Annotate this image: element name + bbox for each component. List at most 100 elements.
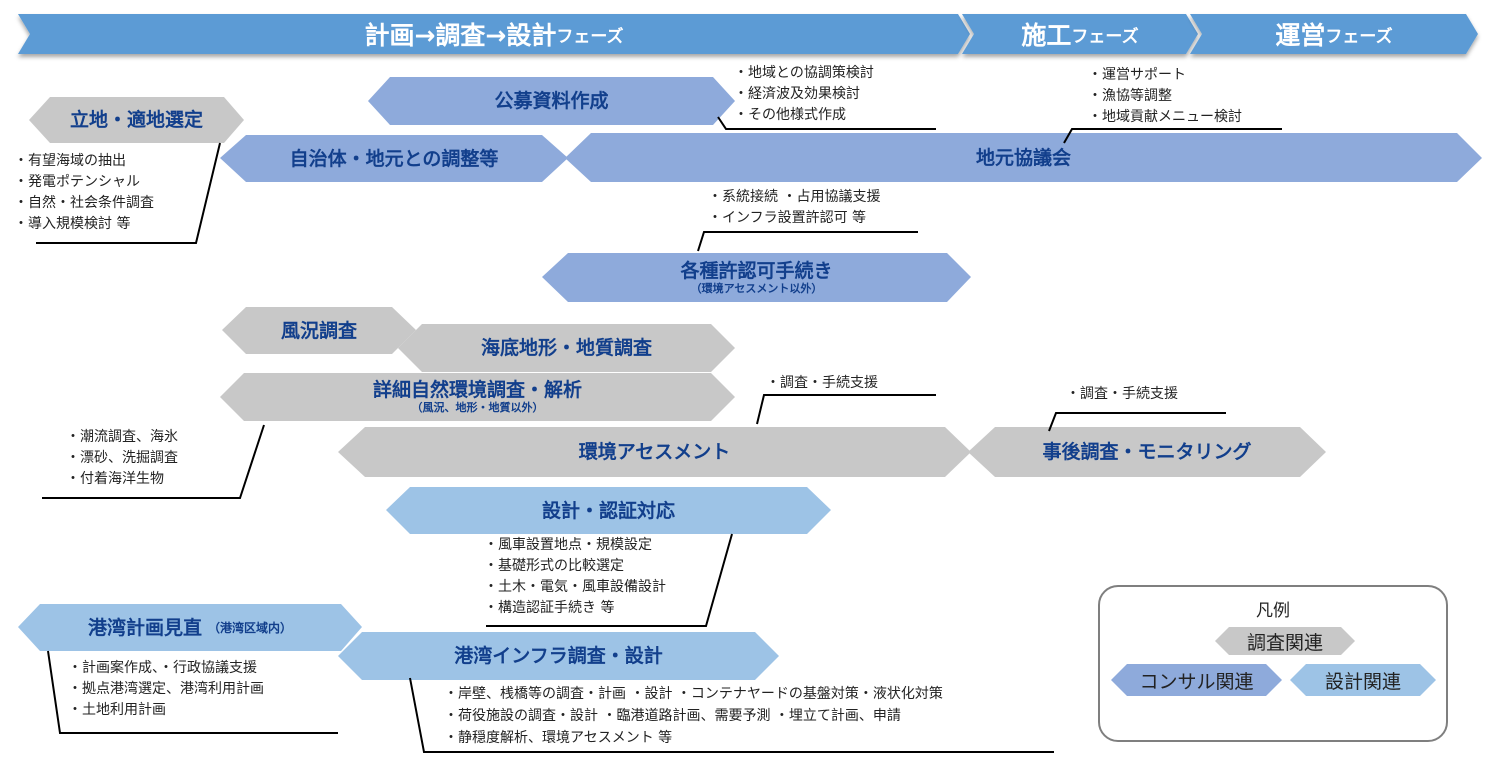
note-local-council: ・運営サポート ・漁協等調整 ・地域貢献メニュー検討 xyxy=(1088,65,1242,128)
phase-planning: 計画→調査→設計フェーズ xyxy=(30,14,958,54)
hex-env-assessment xyxy=(338,427,971,477)
note-line: ・岸壁、桟橋等の調査・計画 ・設計 ・コンテナヤードの基盤対策・液状化対策 xyxy=(444,686,943,702)
block-label: 自治体・地元との調整等 xyxy=(289,147,499,170)
hex-post-monitoring xyxy=(968,427,1326,477)
note-line: ・拠点港湾選定、港湾利用計画 xyxy=(68,681,264,697)
callout-line-permits xyxy=(697,231,918,252)
callout-line-site-selection xyxy=(36,142,221,244)
legend-hex-survey xyxy=(1215,627,1355,655)
note-line: ・土地利用計画 xyxy=(68,702,166,718)
note-line: ・有望海域の抽出 xyxy=(14,153,126,169)
callout-line-local-council xyxy=(1063,128,1282,144)
note-line: ・インフラ設置許認可 等 xyxy=(708,210,867,226)
callout-line-post-monitoring xyxy=(1048,412,1226,432)
legend-item-consult: コンサル関連 xyxy=(1139,670,1254,693)
hex-port-infra xyxy=(338,632,779,680)
hex-public-docs xyxy=(368,77,735,125)
callout-line-design-cert xyxy=(486,533,733,627)
block-label: 港湾インフラ調査・設計 xyxy=(454,645,663,667)
block-label: 詳細自然環境調査・解析 xyxy=(372,379,582,401)
note-line: ・漁協等調整 xyxy=(1088,88,1172,104)
block-env-assessment: 環境アセスメント xyxy=(338,427,971,477)
block-sublabel: （環境アセスメント以外） xyxy=(690,281,823,295)
phase-chevron-construction xyxy=(962,14,1198,54)
note-line: ・調査・手続支援 xyxy=(1066,386,1178,402)
note-port-plan: ・計画案作成、・行政協議支援 ・拠点港湾選定、港湾利用計画 ・土地利用計画 xyxy=(68,658,264,721)
callout-line-port-infra xyxy=(409,677,1054,753)
note-line: ・その他様式作成 xyxy=(734,107,846,123)
block-label: 公募資料作成 xyxy=(494,90,609,112)
block-design-cert: 設計・認証対応 xyxy=(386,487,831,534)
block-port-infra: 港湾インフラ調査・設計 xyxy=(338,632,779,680)
hex-nature-survey xyxy=(220,373,735,421)
note-public-docs: ・地域との協調策検討 ・経済波及効果検討 ・その他様式作成 xyxy=(734,63,874,126)
hex-local-coordination xyxy=(220,135,568,182)
hex-permits xyxy=(542,253,971,302)
block-wind-survey: 風況調査 xyxy=(222,307,416,354)
note-line: ・導入規模検討 等 xyxy=(14,216,131,232)
note-line: ・荷役施設の調査・設計 ・臨港道路計画、需要予測 ・埋立て計画、申請 xyxy=(444,708,901,724)
note-line: ・自然・社会条件調査 xyxy=(14,195,154,211)
phase-construction: 施工フェーズ xyxy=(974,14,1186,54)
hex-local-council xyxy=(565,133,1482,182)
note-line: ・静穏度解析、環境アセスメント 等 xyxy=(444,730,673,746)
note-port-infra: ・岸壁、桟橋等の調査・計画 ・設計 ・コンテナヤードの基盤対策・液状化対策 ・荷… xyxy=(444,683,943,749)
note-line: ・経済波及効果検討 xyxy=(734,86,860,102)
note-env-assessment: ・調査・手続支援 xyxy=(766,373,878,394)
callout-line-port-plan xyxy=(47,650,338,734)
legend-item-survey: 調査関連 xyxy=(1246,631,1323,654)
block-sublabel: （港湾区域内） xyxy=(208,621,293,635)
block-permits: 各種許認可手続き （環境アセスメント以外） xyxy=(542,253,971,302)
block-local-council: 地元協議会 xyxy=(565,133,1482,182)
legend-hex-design xyxy=(1290,664,1436,696)
callout-line-public-docs xyxy=(717,116,936,130)
block-label: 地元協議会 xyxy=(975,146,1071,169)
note-post-monitoring: ・調査・手続支援 xyxy=(1066,384,1178,405)
legend-item-design: 設計関連 xyxy=(1324,670,1401,693)
phase-operation-main: 運営 xyxy=(1275,21,1326,50)
note-line: ・基礎形式の比較選定 xyxy=(484,558,624,574)
block-seabed-survey: 海底地形・地質調査 xyxy=(398,324,735,372)
note-permits: ・系統接続 ・占用協議支援 ・インフラ設置許認可 等 xyxy=(708,187,880,229)
block-public-docs: 公募資料作成 xyxy=(368,77,735,125)
block-port-plan: 港湾計画見直 （港湾区域内） xyxy=(18,604,362,651)
hex-wind-survey xyxy=(222,307,416,354)
block-label: 環境アセスメント xyxy=(578,441,731,463)
block-label: 海底地形・地質調査 xyxy=(480,337,652,359)
callout-line-env-assessment xyxy=(756,394,936,425)
hex-site-selection xyxy=(29,97,244,143)
phase-chevron-operation xyxy=(1190,14,1478,54)
block-sublabel: （風況、地形・地質以外） xyxy=(411,401,544,414)
phase-construction-suffix: フェーズ xyxy=(1071,26,1139,47)
note-line: ・調査・手続支援 xyxy=(766,375,878,391)
note-line: ・発電ポテンシャル xyxy=(14,174,140,190)
phase-planning-suffix: フェーズ xyxy=(556,26,624,47)
block-label: 各種許認可手続き xyxy=(680,259,833,282)
block-label: 風況調査 xyxy=(280,319,357,342)
block-local-coordination: 自治体・地元との調整等 xyxy=(220,135,568,182)
note-line: ・運営サポート xyxy=(1088,67,1186,83)
block-post-monitoring: 事後調査・モニタリング xyxy=(968,427,1326,477)
note-line: ・風車設置地点・規模設定 xyxy=(484,537,652,553)
note-line: ・漂砂、洗掘調査 xyxy=(66,450,178,466)
note-line: ・付着海洋生物 xyxy=(66,471,164,487)
note-line: ・地域との協調策検討 xyxy=(734,65,874,81)
phase-operation-suffix: フェーズ xyxy=(1325,26,1393,47)
block-label: 港湾計画見直 xyxy=(87,616,202,639)
phase-chevron-planning xyxy=(18,14,970,54)
note-line: ・計画案作成、・行政協議支援 xyxy=(68,660,257,676)
block-nature-survey: 詳細自然環境調査・解析 （風況、地形・地質以外） xyxy=(220,373,735,421)
phase-operation: 運営フェーズ xyxy=(1202,14,1466,54)
note-line: ・構造認証手続き 等 xyxy=(484,600,615,616)
note-site-selection: ・有望海域の抽出 ・発電ポテンシャル ・自然・社会条件調査 ・導入規模検討 等 xyxy=(14,151,154,235)
block-label: 立地・適地選定 xyxy=(69,109,203,131)
block-label: 設計・認証対応 xyxy=(541,499,675,522)
phase-planning-main: 計画→調査→設計 xyxy=(364,21,557,50)
legend-hex-consult xyxy=(1111,664,1282,696)
legend-title: 凡例 xyxy=(1256,601,1290,621)
hex-seabed-survey xyxy=(398,324,735,372)
legend-box xyxy=(1098,585,1448,742)
note-line: ・系統接続 ・占用協議支援 xyxy=(708,189,881,205)
note-line: ・地域貢献メニュー検討 xyxy=(1088,109,1242,125)
